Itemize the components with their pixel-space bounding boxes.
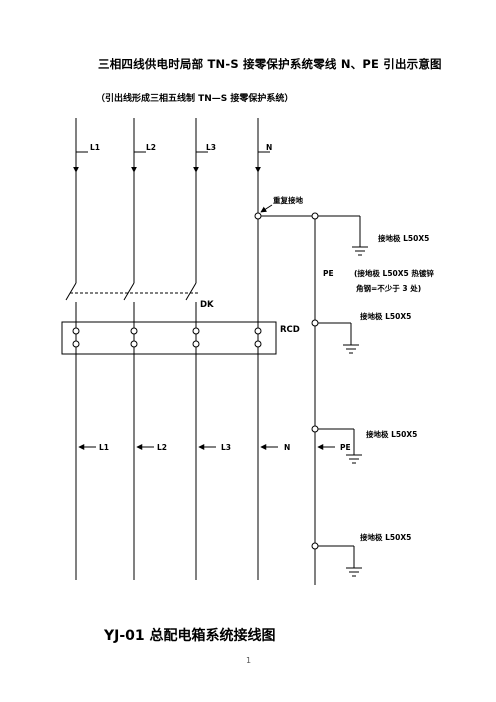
- rcd-box: [61, 321, 277, 355]
- junction-pe-4: [311, 542, 319, 550]
- label-pe: PE: [323, 269, 334, 278]
- label-dk: DK: [200, 300, 214, 310]
- rcd-terminal-l3-in: [192, 327, 200, 335]
- rcd-terminal-l1-out: [72, 340, 80, 348]
- label-bottom-l1: L1: [99, 443, 109, 452]
- label-ground-rod-1: 接地极 L50X5: [378, 233, 429, 243]
- label-bottom-l2: L2: [157, 443, 167, 452]
- diagram-caption: YJ-01 总配电箱系统接线图: [104, 628, 276, 644]
- junction-pe-2: [311, 319, 319, 327]
- label-bottom-n: N: [284, 443, 290, 452]
- label-ground-rod-3: 接地极 L50X5: [366, 429, 417, 439]
- diagram-subtitle: （引出线形成三相五线制 TN—S 接零保护系统）: [96, 94, 294, 104]
- label-top-l3: L3: [206, 143, 216, 152]
- l1-switch-blade: [65, 282, 77, 301]
- junction-n-pe: [254, 212, 262, 220]
- label-top-l1: L1: [90, 143, 100, 152]
- label-bottom-pe: PE: [340, 443, 351, 452]
- label-pe-note-2: 角钢=不少于 3 处): [356, 283, 421, 293]
- rcd-terminal-n-in: [254, 327, 262, 335]
- l2-switch-blade: [123, 282, 135, 301]
- repeat-ground-arrow: [260, 204, 273, 213]
- label-pe-note-1: (接地极 L50X5 热镀锌: [354, 268, 434, 278]
- label-rcd: RCD: [280, 325, 300, 335]
- rcd-terminal-l3-out: [192, 340, 200, 348]
- junction-pe-3: [311, 425, 319, 433]
- label-ground-rod-2: 接地极 L50X5: [360, 311, 411, 321]
- rcd-terminal-l2-in: [130, 327, 138, 335]
- rcd-terminal-l1-in: [72, 327, 80, 335]
- label-bottom-l3: L3: [221, 443, 231, 452]
- label-top-l2: L2: [146, 143, 156, 152]
- label-top-n: N: [266, 143, 272, 152]
- label-repeat-ground: 重复接地: [273, 195, 303, 205]
- junction-pe-1: [311, 212, 319, 220]
- diagram-title: 三相四线供电时局部 TN-S 接零保护系统零线 N、PE 引出示意图: [98, 57, 442, 71]
- l3-switch-blade: [185, 282, 197, 301]
- rcd-terminal-l2-out: [130, 340, 138, 348]
- label-ground-rod-4: 接地极 L50X5: [360, 532, 411, 542]
- rcd-terminal-n-out: [254, 340, 262, 348]
- page-number: 1: [246, 656, 252, 665]
